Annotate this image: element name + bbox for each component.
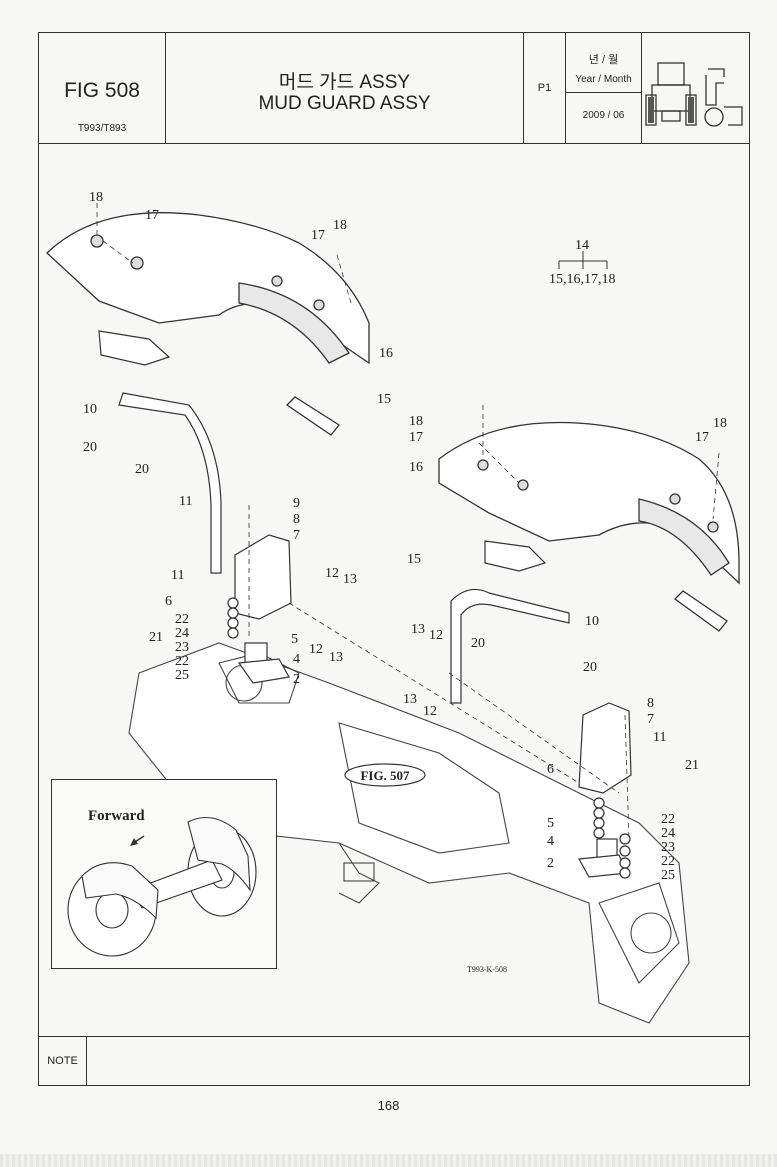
date-cell: 년 / 월 Year / Month 2009 / 06 — [566, 33, 642, 143]
callout-label: 17 — [145, 208, 159, 223]
callout-label: 17 — [695, 430, 709, 445]
page-code-cell: P1 — [524, 33, 566, 143]
callout-label: 2 — [293, 672, 300, 687]
callout-label: 6 — [547, 762, 554, 777]
callout-label: 20 — [135, 462, 149, 477]
callout-label: 21 — [149, 630, 163, 645]
callout-label: 18 — [333, 218, 347, 233]
callout-label: 24 — [175, 626, 189, 641]
callout-label: 7 — [293, 528, 300, 543]
callout-label: 17 — [409, 430, 423, 445]
callout-label: 9 — [293, 496, 300, 511]
scan-edge — [0, 1154, 777, 1167]
title-cell: 머드 가드 ASSY MUD GUARD ASSY — [166, 33, 524, 143]
page-code: P1 — [537, 82, 552, 94]
right-fender — [438, 421, 740, 632]
date-value: 2009 / 06 — [582, 110, 625, 121]
mud-guard-exploded-view: 18 17 17 18 16 15 10 20 20 11 9 8 7 11 1… — [46, 190, 740, 1024]
page-frame: FIG 508 T993/T893 머드 가드 ASSY MUD GUARD A… — [38, 32, 750, 1086]
left-bracket-assembly — [98, 330, 292, 684]
orientation-inset: Forward — [51, 779, 277, 969]
callout-label: 7 — [647, 712, 654, 727]
callout-label: 23 — [175, 640, 189, 655]
note-label: NOTE — [39, 1037, 87, 1086]
title-english: MUD GUARD ASSY — [258, 93, 431, 114]
callout-label: 21 — [685, 758, 699, 773]
forward-arrow-head-icon — [130, 838, 138, 846]
note-row: NOTE — [39, 1036, 749, 1086]
callout-label: 10 — [585, 614, 599, 629]
callout-label: 8 — [293, 512, 300, 527]
callout-label: 12 — [325, 566, 339, 581]
callout-label: 17 — [311, 228, 325, 243]
tractor-orientation-drawing — [67, 816, 257, 957]
callout-label: 22 — [661, 812, 675, 827]
callout-label: 22 — [661, 854, 675, 869]
callout-label: 18 — [409, 414, 423, 429]
callout-label: 11 — [171, 568, 184, 583]
callout-label: 22 — [175, 654, 189, 669]
callout-label: 23 — [661, 840, 675, 855]
callout-label: 18 — [713, 416, 727, 431]
callout-label: 12 — [429, 628, 443, 643]
callout-label: 5 — [291, 632, 298, 647]
callout-label: 20 — [83, 440, 97, 455]
date-label-english: Year / Month — [575, 74, 632, 85]
callout-label: 10 — [83, 402, 97, 417]
callout-label: 15 — [407, 552, 421, 567]
model-codes: T993/T893 — [77, 123, 127, 134]
header-block: FIG 508 T993/T893 머드 가드 ASSY MUD GUARD A… — [39, 33, 749, 144]
callout-label: 18 — [89, 190, 103, 205]
drawing-code: T993-K-508 — [467, 965, 507, 974]
leader-lines — [96, 203, 720, 840]
callout-label: 12 — [423, 704, 437, 719]
callout-label: 5 — [547, 816, 554, 831]
callout-label: 22 — [175, 612, 189, 627]
callout-label: 2 — [547, 856, 554, 871]
kit-bracket — [558, 251, 608, 269]
callout-label: 12 — [309, 642, 323, 657]
tractor-thumbnail — [642, 33, 749, 143]
title-korean: 머드 가드 ASSY — [278, 72, 411, 93]
callout-label: 4 — [547, 834, 554, 849]
callout-label: 24 — [661, 826, 675, 841]
page-number: 168 — [377, 1098, 400, 1113]
callout-label: 25 — [175, 668, 189, 683]
fig-507-label: FIG. 507 — [360, 768, 410, 783]
fig-507-reference: FIG. 507 — [344, 763, 426, 787]
callout-label: 13 — [403, 692, 417, 707]
callout-label: 25 — [661, 868, 675, 883]
callout-label: 16 — [379, 346, 393, 361]
kit-number: 14 — [575, 238, 589, 253]
left-fender — [46, 212, 370, 436]
callout-label: 13 — [343, 572, 357, 587]
fig-number: FIG 508 — [64, 79, 140, 102]
callout-label: 4 — [293, 652, 300, 667]
callout-label: 20 — [583, 660, 597, 675]
callout-label: 11 — [653, 730, 666, 745]
callout-label: 13 — [329, 650, 343, 665]
tractor-thumbnail-icon — [645, 62, 743, 127]
forward-label: Forward — [88, 808, 145, 824]
callout-label: 8 — [647, 696, 654, 711]
callout-label: 16 — [409, 460, 423, 475]
callout-label: 13 — [411, 622, 425, 637]
callout-label: 11 — [179, 494, 192, 509]
callout-label: 15 — [377, 392, 391, 407]
date-label-korean: 년 / 월 — [588, 54, 619, 66]
fig-cell: FIG 508 T993/T893 — [39, 33, 166, 143]
callout-label: 20 — [471, 636, 485, 651]
callout-label: 6 — [165, 594, 172, 609]
kit-contents: 15,16,17,18 — [549, 272, 616, 287]
right-bracket-assembly — [450, 540, 632, 879]
